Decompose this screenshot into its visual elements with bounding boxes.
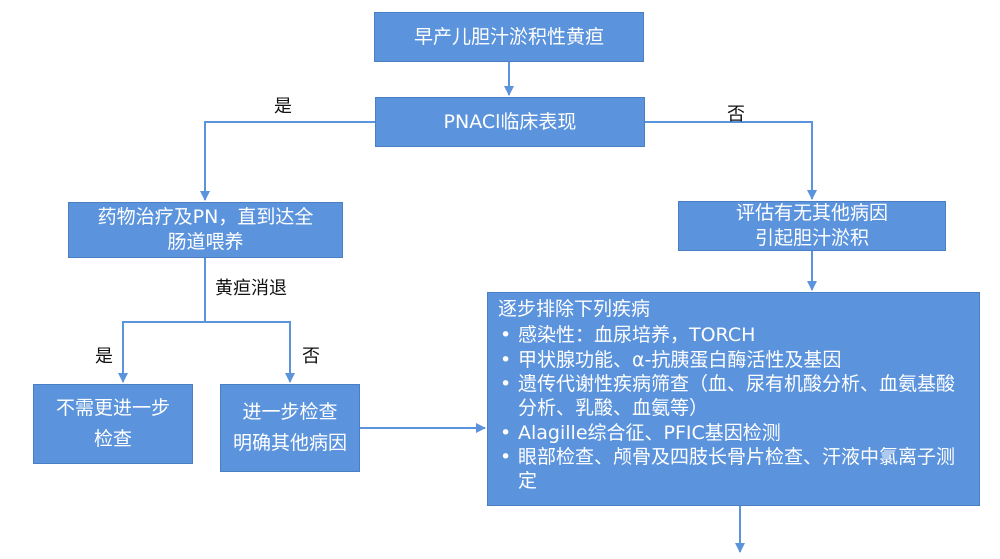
arrow-resolved-no <box>205 321 295 383</box>
node-assess-other-causes: 评估有无其他病因 引起胆汁淤积 <box>678 201 946 251</box>
arrow-pnac-no <box>645 121 817 200</box>
node-pnac-label: PNACl临床表现 <box>443 110 577 133</box>
arrow-pnac-yes <box>200 121 375 201</box>
exclusion-item: Alagille综合征、PFIC基因检测 <box>498 421 969 446</box>
node-treatment-line-2: 肠道喂养 <box>167 231 244 253</box>
edge-label-resolved-yes: 是 <box>95 346 113 367</box>
arrow-resolved-yes <box>118 321 205 383</box>
node-further-line-2: 明确其他病因 <box>232 432 347 454</box>
node-further-line-1: 进一步检查 <box>242 401 338 424</box>
node-no-further-exam: 不需更进一步 检查 <box>33 384 193 464</box>
node-start-label: 早产儿胆汁淤积性黄疸 <box>413 25 604 48</box>
exclusion-item: 眼部检查、颅骨及四肢长骨片检查、汗液中氯离子测定 <box>498 445 969 494</box>
node-exclusion-list: 逐步排除下列疾病 感染性：血尿培养，TORCH 甲状腺功能、α-抗胰蛋白酶活性及… <box>487 292 980 506</box>
edge-label-pnac-yes: 是 <box>274 96 292 117</box>
node-assess-line-2: 引起胆汁淤积 <box>754 227 869 249</box>
node-assess-line-1: 评估有无其他病因 <box>735 202 888 225</box>
node-start: 早产儿胆汁淤积性黄疸 <box>374 12 644 62</box>
node-no-further-line-1: 不需更进一步 <box>55 397 170 420</box>
node-further-exam: 进一步检查 明确其他病因 <box>220 384 360 472</box>
exclusion-title: 逐步排除下列疾病 <box>498 298 651 320</box>
node-pnac: PNACl临床表现 <box>375 97 645 147</box>
exclusion-item: 遗传代谢性疾病筛查（血、尿有机酸分析、血氨基酸分析、乳酸、血氨等） <box>498 372 969 421</box>
exclusion-items: 感染性：血尿培养，TORCH 甲状腺功能、α-抗胰蛋白酶活性及基因 遗传代谢性疾… <box>498 323 969 493</box>
edge-label-resolved-no: 否 <box>302 346 320 367</box>
exclusion-item: 甲状腺功能、α-抗胰蛋白酶活性及基因 <box>498 348 969 373</box>
node-no-further-line-2: 检查 <box>93 428 132 450</box>
exclusion-item: 感染性：血尿培养，TORCH <box>498 323 969 348</box>
edge-label-jaundice-resolved: 黄疸消退 <box>215 278 287 299</box>
node-treatment: 药物治疗及PN，直到达全 肠道喂养 <box>68 202 343 258</box>
node-treatment-line-1: 药物治疗及PN，直到达全 <box>97 206 314 229</box>
edge-label-pnac-no: 否 <box>727 104 745 125</box>
